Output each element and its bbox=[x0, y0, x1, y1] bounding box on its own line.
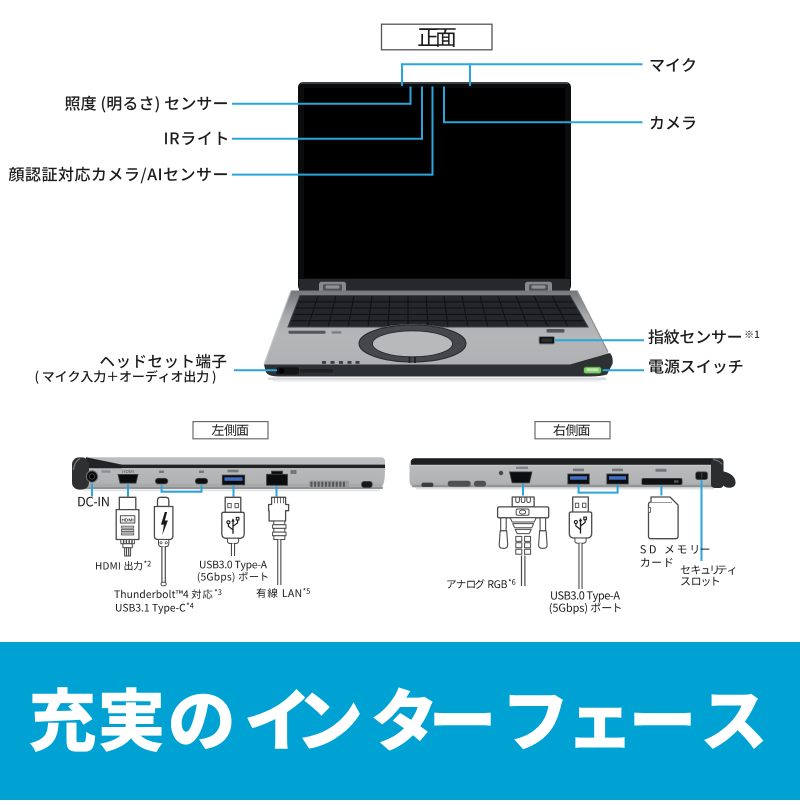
svg-text:HDMI: HDMI bbox=[121, 518, 134, 524]
svg-text:HDMI: HDMI bbox=[122, 469, 134, 474]
